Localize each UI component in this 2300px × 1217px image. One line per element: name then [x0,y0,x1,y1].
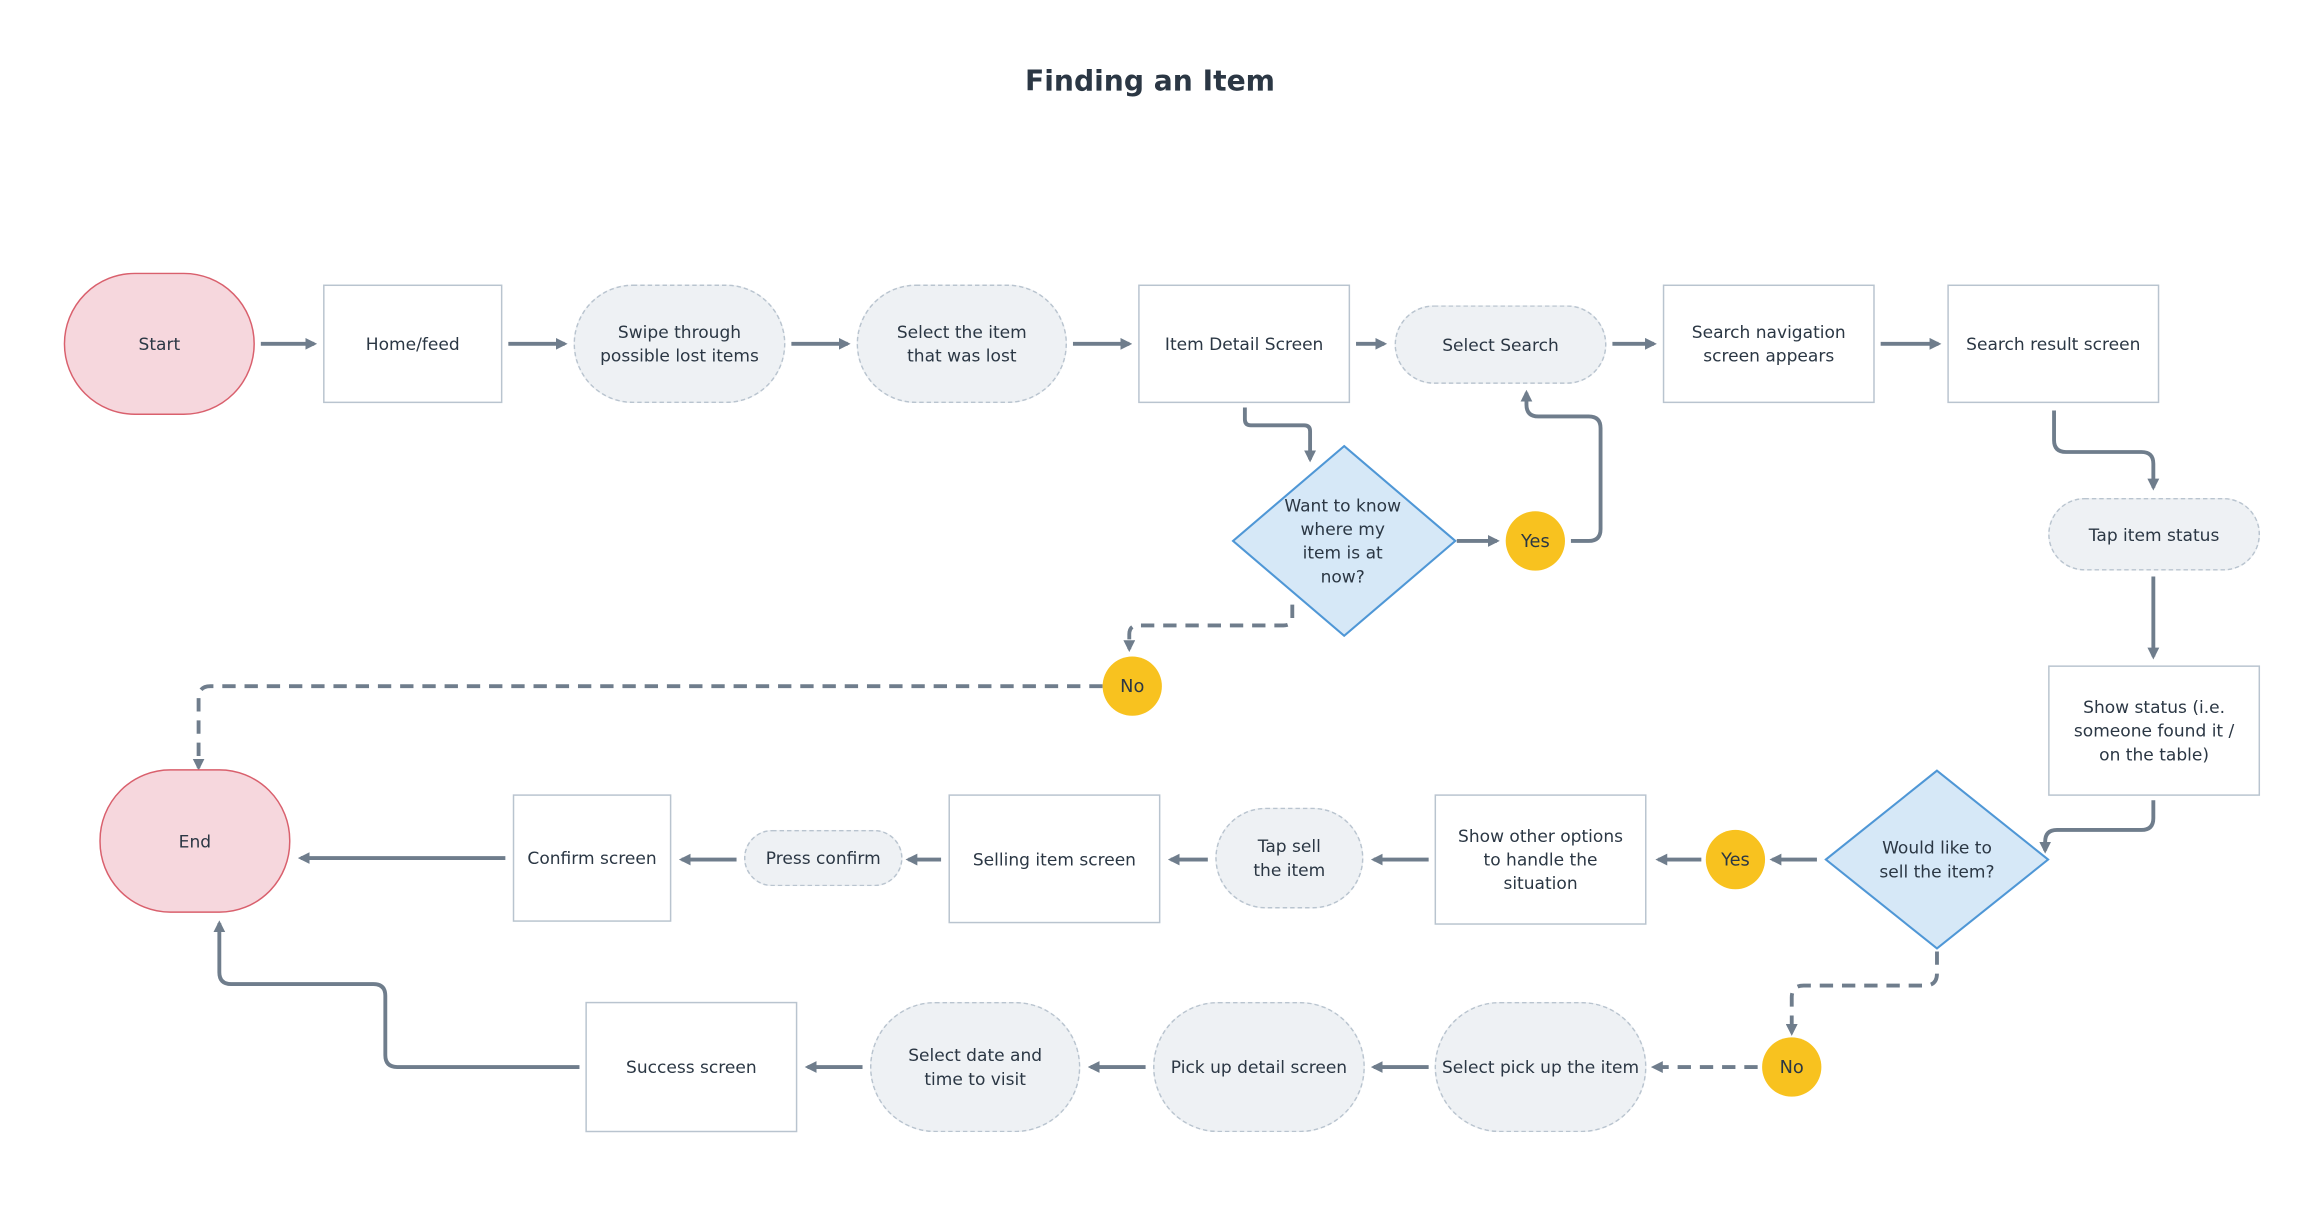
home-feed-node: Home/feed [323,284,503,404]
end-node: End [99,769,291,913]
press-confirm-node: Press confirm [743,829,903,887]
would-sell-label: Would like to sell the item? [1879,837,1995,882]
no-badge-2: No [1762,1037,1822,1097]
search-result-node: Search result screen [1947,284,2160,404]
edge-no-end [192,684,1103,771]
want-to-know-label: Want to know where my item is at now? [1284,494,1402,587]
select-date-node: Select date and time to visit [869,1001,1081,1133]
start-node: Start [63,272,255,415]
select-pickup-node: Select pick up the item [1434,1001,1647,1133]
edge-decision-no2 [1785,951,1939,1036]
edge-show-decision [2039,800,2156,854]
yes-badge-1: Yes [1505,511,1565,571]
edge-decision-no [1123,604,1295,653]
show-status-node: Show status (i.e. someone found it / on … [2048,665,2261,796]
want-to-know-diamond [1231,444,1457,638]
diagram-title: Finding an Item [1025,65,1276,98]
search-nav-node: Search navigation screen appears [1662,284,1875,404]
item-detail-node: Item Detail Screen [1138,284,1351,404]
show-options-node: Show other options to handle the situati… [1434,794,1647,925]
select-search-node: Select Search [1394,305,1607,384]
would-sell-diamond [1824,769,2050,950]
yes-badge-2: Yes [1705,829,1766,890]
confirm-screen-node: Confirm screen [512,794,672,922]
pickup-detail-node: Pick up detail screen [1152,1001,1365,1133]
tap-sell-node: Tap sell the item [1215,807,1364,909]
no-badge-1: No [1102,656,1162,716]
success-screen-node: Success screen [585,1001,798,1133]
tap-item-status-node: Tap item status [2048,497,2261,571]
edge-detail-decision [1242,407,1317,463]
edge-yes-search [1520,389,1603,543]
swipe-node: Swipe through possible lost items [573,284,786,404]
selling-item-node: Selling item screen [948,794,1161,924]
select-item-node: Select the item that was lost [856,284,1068,404]
edge-result-tapstatus [2052,410,2160,491]
edge-success-end [213,920,580,1069]
